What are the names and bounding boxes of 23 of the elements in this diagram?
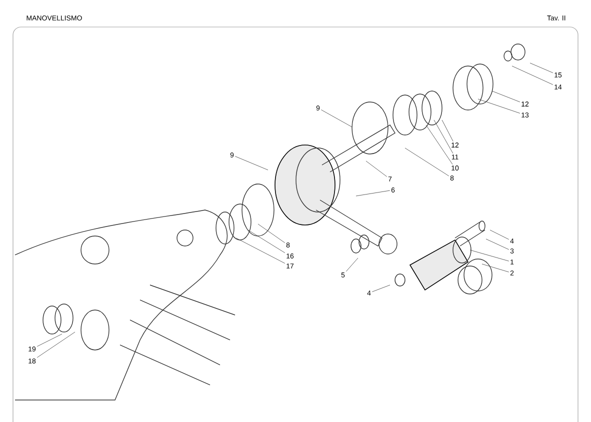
leader-line [234, 156, 268, 170]
leader-line [434, 120, 454, 154]
leader-line [36, 334, 62, 347]
leader-line [486, 238, 510, 250]
leader-line [346, 258, 358, 272]
leader-line [404, 148, 450, 176]
leader-line [258, 224, 286, 243]
leader-line [320, 110, 352, 128]
leader-line [36, 332, 76, 358]
leader-line [512, 66, 554, 85]
leader-line [442, 120, 454, 142]
leader-line [236, 238, 286, 264]
leader-line [426, 124, 453, 165]
leader-line [530, 62, 554, 74]
leader-line [482, 264, 510, 272]
leader-line [356, 190, 390, 196]
leader-line [490, 230, 510, 240]
leader-line [470, 250, 510, 262]
leader-line [478, 98, 520, 114]
leader-line [248, 230, 286, 254]
leader-line [366, 160, 388, 177]
leader-line [372, 284, 390, 292]
leader-line [492, 90, 520, 102]
